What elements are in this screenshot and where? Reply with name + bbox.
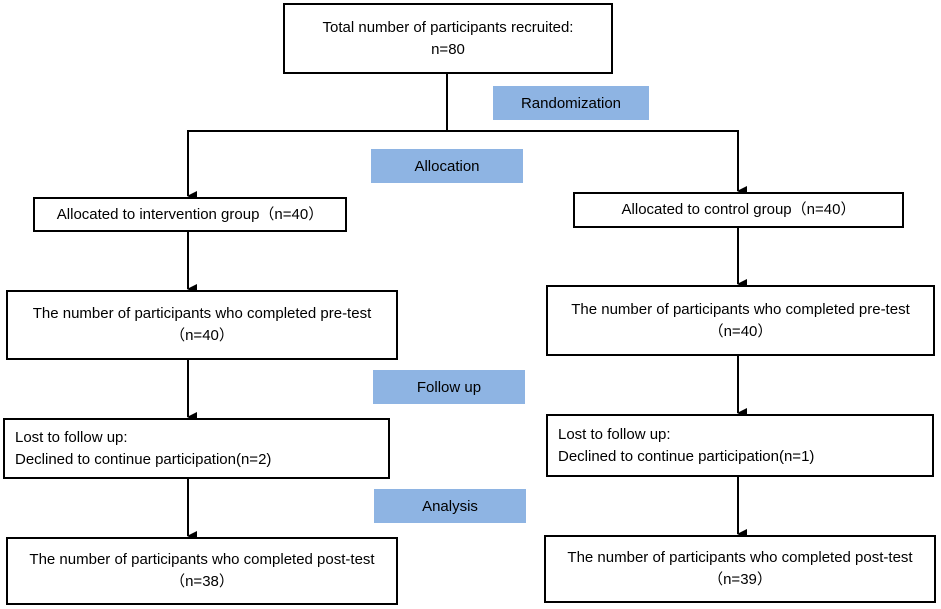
intervention-pretest-label: The number of participants who completed… [32, 305, 372, 322]
control-lost-label: Lost to follow up: [558, 425, 671, 443]
intervention-posttest-label: The number of participants who completed… [29, 551, 375, 568]
control-pretest-count: （n=40） [708, 322, 773, 340]
intervention-allocated-label: Allocated to intervention group（n=40） [56, 205, 324, 223]
control-lost-box: Lost to follow up: Declined to continue … [546, 414, 934, 477]
stage-analysis: Analysis [374, 489, 526, 523]
recruited-box: Total number of participants recruited: … [283, 3, 613, 74]
control-allocated-box: Allocated to control group（n=40） [573, 192, 904, 228]
intervention-allocated-box: Allocated to intervention group（n=40） [33, 197, 347, 232]
stage-followup: Follow up [373, 370, 525, 404]
intervention-lost-label: Lost to follow up: [15, 428, 128, 446]
control-posttest-count: （n=39） [708, 571, 772, 588]
control-pretest-box: The number of participants who completed… [546, 285, 935, 356]
intervention-pretest-count: （n=40） [170, 327, 234, 344]
recruited-label: Total number of participants recruited: [322, 18, 574, 36]
control-pretest-label: The number of participants who completed… [571, 300, 910, 318]
intervention-pretest-box: The number of participants who completed… [6, 290, 398, 360]
intervention-posttest-count: （n=38） [170, 573, 234, 590]
control-posttest-label: The number of participants who completed… [567, 549, 913, 566]
control-lost-reason: Declined to continue participation(n=1) [558, 447, 815, 465]
recruited-count: n=80 [431, 40, 465, 58]
stage-allocation: Allocation [371, 149, 523, 183]
intervention-lost-box: Lost to follow up: Declined to continue … [3, 418, 390, 479]
control-posttest-box: The number of participants who completed… [544, 535, 936, 603]
stage-randomization: Randomization [493, 86, 649, 120]
control-allocated-label: Allocated to control group（n=40） [621, 201, 856, 218]
intervention-posttest-box: The number of participants who completed… [6, 537, 398, 605]
intervention-lost-reason: Declined to continue participation(n=2) [15, 450, 272, 468]
